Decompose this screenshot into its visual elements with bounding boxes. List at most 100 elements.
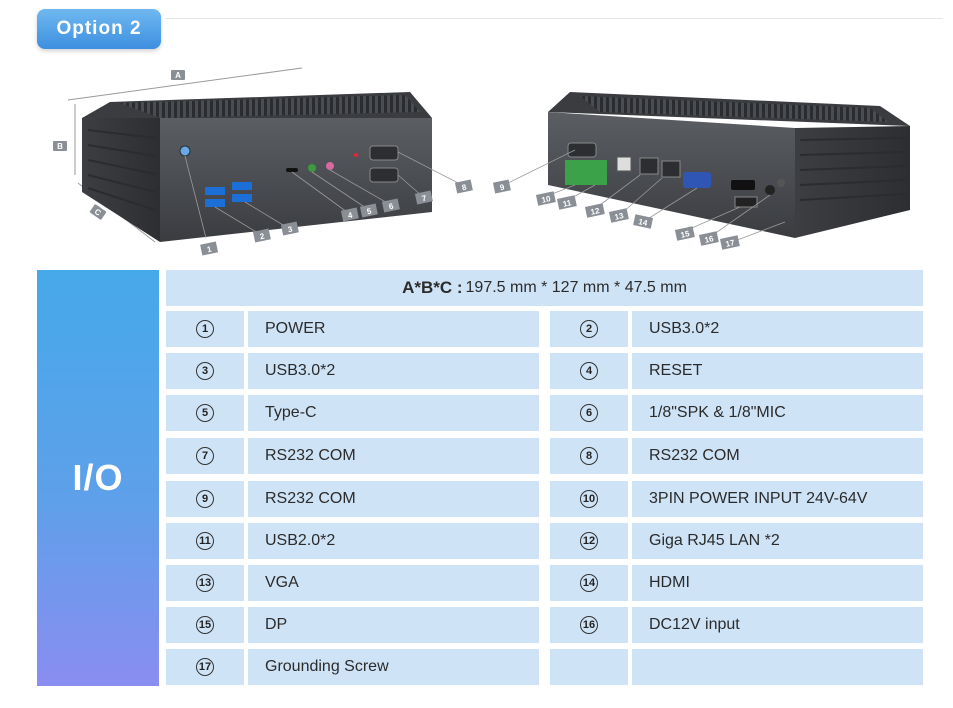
spec-number-left: 13	[196, 574, 214, 592]
spec-number-right-cell: 2	[550, 311, 628, 347]
spec-number-left: 5	[196, 404, 214, 422]
callout-9: 9	[499, 183, 506, 193]
spec-label-left-cell: USB2.0*2	[248, 523, 539, 559]
spec-number-right-cell: 14	[550, 565, 628, 601]
spec-number-right: 14	[580, 574, 598, 592]
callout-8: 8	[461, 183, 468, 193]
spec-number-left-cell: 3	[166, 353, 244, 389]
rear-device	[548, 92, 910, 238]
spec-number-left: 15	[196, 616, 214, 634]
spec-label-left-cell: VGA	[248, 565, 539, 601]
callout-16: 16	[704, 234, 715, 245]
option-badge: Option 2	[37, 9, 161, 49]
spec-number-left: 11	[196, 532, 214, 550]
callout-6: 6	[388, 202, 395, 212]
header-divider	[165, 18, 943, 19]
spec-label-left: RS232 COM	[265, 490, 356, 507]
spec-number-left: 7	[196, 447, 214, 465]
spec-label-right: 1/8"SPK & 1/8"MIC	[649, 404, 786, 421]
dim-label-c: C	[93, 207, 103, 218]
spec-label-right: RS232 COM	[649, 447, 740, 464]
spec-label-left: Grounding Screw	[265, 658, 389, 675]
spec-number-right: 2	[580, 320, 598, 338]
spec-label-left-cell: Type-C	[248, 395, 539, 431]
spec-number-right-cell	[550, 649, 628, 685]
spec-number-left-cell: 15	[166, 607, 244, 643]
spec-number-left-cell: 7	[166, 438, 244, 474]
spec-label-right: Giga RJ45 LAN *2	[649, 532, 780, 549]
spec-label-right-cell: USB3.0*2	[632, 311, 923, 347]
spec-label-left: VGA	[265, 574, 299, 591]
spec-number-left: 17	[196, 658, 214, 676]
spec-number-right: 6	[580, 404, 598, 422]
callout-12: 12	[590, 206, 601, 217]
callout-4: 4	[347, 211, 354, 221]
callout-1: 1	[206, 244, 213, 254]
spec-number-left-cell: 17	[166, 649, 244, 685]
spec-label-left: USB2.0*2	[265, 532, 336, 549]
spec-label-right-cell: HDMI	[632, 565, 923, 601]
io-section-panel: I/O	[37, 270, 159, 686]
spec-number-right: 12	[580, 532, 598, 550]
spec-label-left: Type-C	[265, 404, 317, 421]
spec-label-right: USB3.0*2	[649, 320, 720, 337]
spec-label-right: DC12V input	[649, 616, 740, 633]
spec-label-right-cell: 1/8"SPK & 1/8"MIC	[632, 395, 923, 431]
spec-number-left-cell: 1	[166, 311, 244, 347]
spec-label-left-cell: DP	[248, 607, 539, 643]
spec-number-left-cell: 11	[166, 523, 244, 559]
spec-number-left-cell: 13	[166, 565, 244, 601]
callout-15: 15	[680, 229, 691, 240]
callout-13: 13	[614, 211, 625, 222]
callout-5: 5	[366, 207, 373, 217]
callout-3: 3	[287, 225, 294, 235]
spec-number-left: 3	[196, 362, 214, 380]
spec-label-right-cell: DC12V input	[632, 607, 923, 643]
spec-number-left: 1	[196, 320, 214, 338]
spec-label-right-cell	[632, 649, 923, 685]
spec-number-right-cell: 4	[550, 353, 628, 389]
spec-number-right-cell: 16	[550, 607, 628, 643]
spec-label-right-cell: RS232 COM	[632, 438, 923, 474]
spec-label-left: DP	[265, 616, 288, 633]
spec-label-left-cell: POWER	[248, 311, 539, 347]
spec-number-right-cell: 12	[550, 523, 628, 559]
spec-label-left-cell: USB3.0*2	[248, 353, 539, 389]
callout-14: 14	[638, 217, 649, 228]
callout-17: 17	[725, 238, 736, 249]
callout-10: 10	[541, 194, 552, 205]
spec-number-left-cell: 9	[166, 481, 244, 517]
spec-label-left-cell: Grounding Screw	[248, 649, 539, 685]
spec-label-right: RESET	[649, 362, 703, 379]
spec-number-right-cell: 8	[550, 438, 628, 474]
dimensions-value: 197.5 mm * 127 mm * 47.5 mm	[465, 279, 687, 296]
callout-11: 11	[562, 198, 573, 209]
spec-number-right-cell: 10	[550, 481, 628, 517]
dim-label-a: A	[175, 71, 181, 80]
dimensions-row: A*B*C : 197.5 mm * 127 mm * 47.5 mm	[166, 270, 923, 306]
spec-label-right: HDMI	[649, 574, 690, 591]
front-device	[82, 92, 432, 242]
spec-label-left: USB3.0*2	[265, 362, 336, 379]
io-section-label: I/O	[72, 457, 124, 498]
spec-number-right: 16	[580, 616, 598, 634]
spec-number-left-cell: 5	[166, 395, 244, 431]
spec-label-left: RS232 COM	[265, 447, 356, 464]
dim-label-b: B	[57, 142, 63, 151]
spec-label-right-cell: 3PIN POWER INPUT 24V-64V	[632, 481, 923, 517]
spec-label-left-cell: RS232 COM	[248, 481, 539, 517]
spec-label-right: 3PIN POWER INPUT 24V-64V	[649, 490, 868, 507]
callout-7: 7	[421, 194, 428, 204]
spec-number-right: 8	[580, 447, 598, 465]
device-illustrations: A B C 1 2 3 4 5 6 7 8 9 10 11 12 13 14	[53, 67, 910, 256]
spec-label-left-cell: RS232 COM	[248, 438, 539, 474]
option-label: Option 2	[56, 18, 142, 39]
spec-label-right-cell: Giga RJ45 LAN *2	[632, 523, 923, 559]
spec-number-right: 10	[580, 490, 598, 508]
spec-label-right-cell: RESET	[632, 353, 923, 389]
spec-number-right-cell: 6	[550, 395, 628, 431]
spec-number-right: 4	[580, 362, 598, 380]
callout-2: 2	[259, 232, 266, 242]
spec-number-left: 9	[196, 490, 214, 508]
spec-label-left: POWER	[265, 320, 326, 337]
